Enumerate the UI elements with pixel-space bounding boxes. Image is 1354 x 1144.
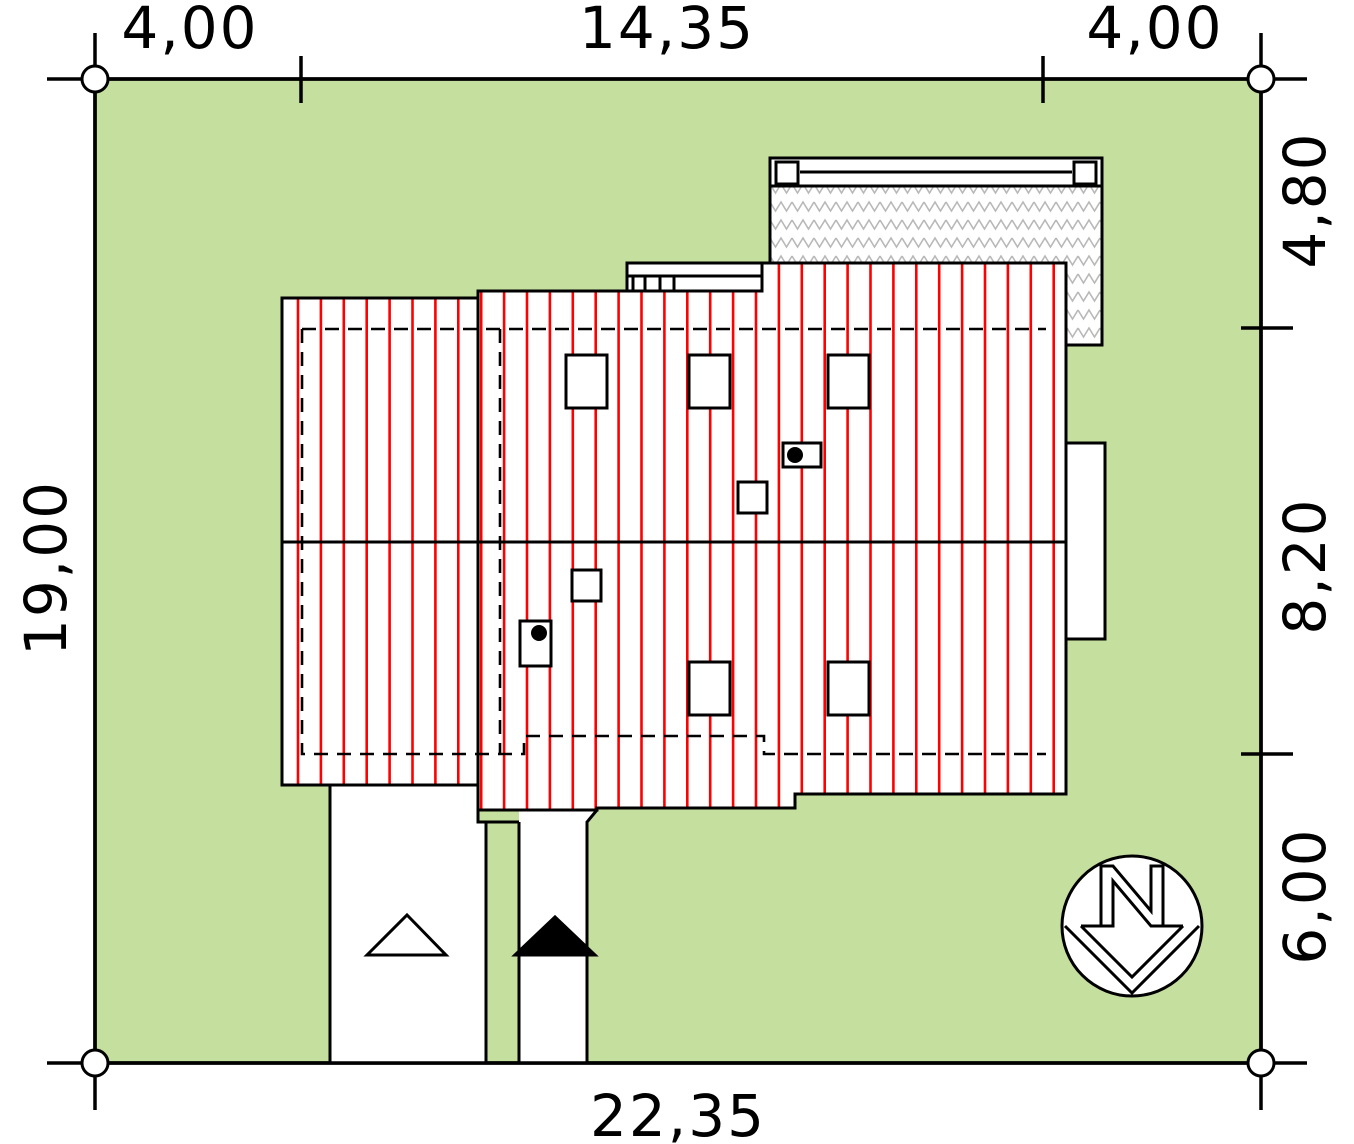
outline-triangle-icon — [363, 912, 450, 957]
roof — [280, 261, 1068, 812]
north-arrow-icon: N — [1060, 854, 1204, 998]
roof-windows — [564, 353, 871, 717]
dimension-right-top: 4,80 — [1271, 131, 1339, 268]
dimension-top-middle: 14,35 — [579, 0, 755, 62]
dimension-bottom: 22,35 — [590, 1082, 766, 1144]
dimension-lines — [47, 33, 1307, 1110]
dimension-right-bottom: 6,00 — [1271, 827, 1339, 964]
roof-bay — [625, 261, 764, 293]
dimension-top-left: 4,00 — [121, 0, 258, 62]
dimension-right-middle: 8,20 — [1271, 497, 1339, 634]
dimension-left: 19,00 — [12, 480, 80, 656]
chimneys — [518, 441, 823, 668]
side-balcony — [1064, 441, 1107, 641]
dimension-top-right: 4,00 — [1086, 0, 1223, 62]
filled-triangle-icon — [511, 914, 599, 957]
